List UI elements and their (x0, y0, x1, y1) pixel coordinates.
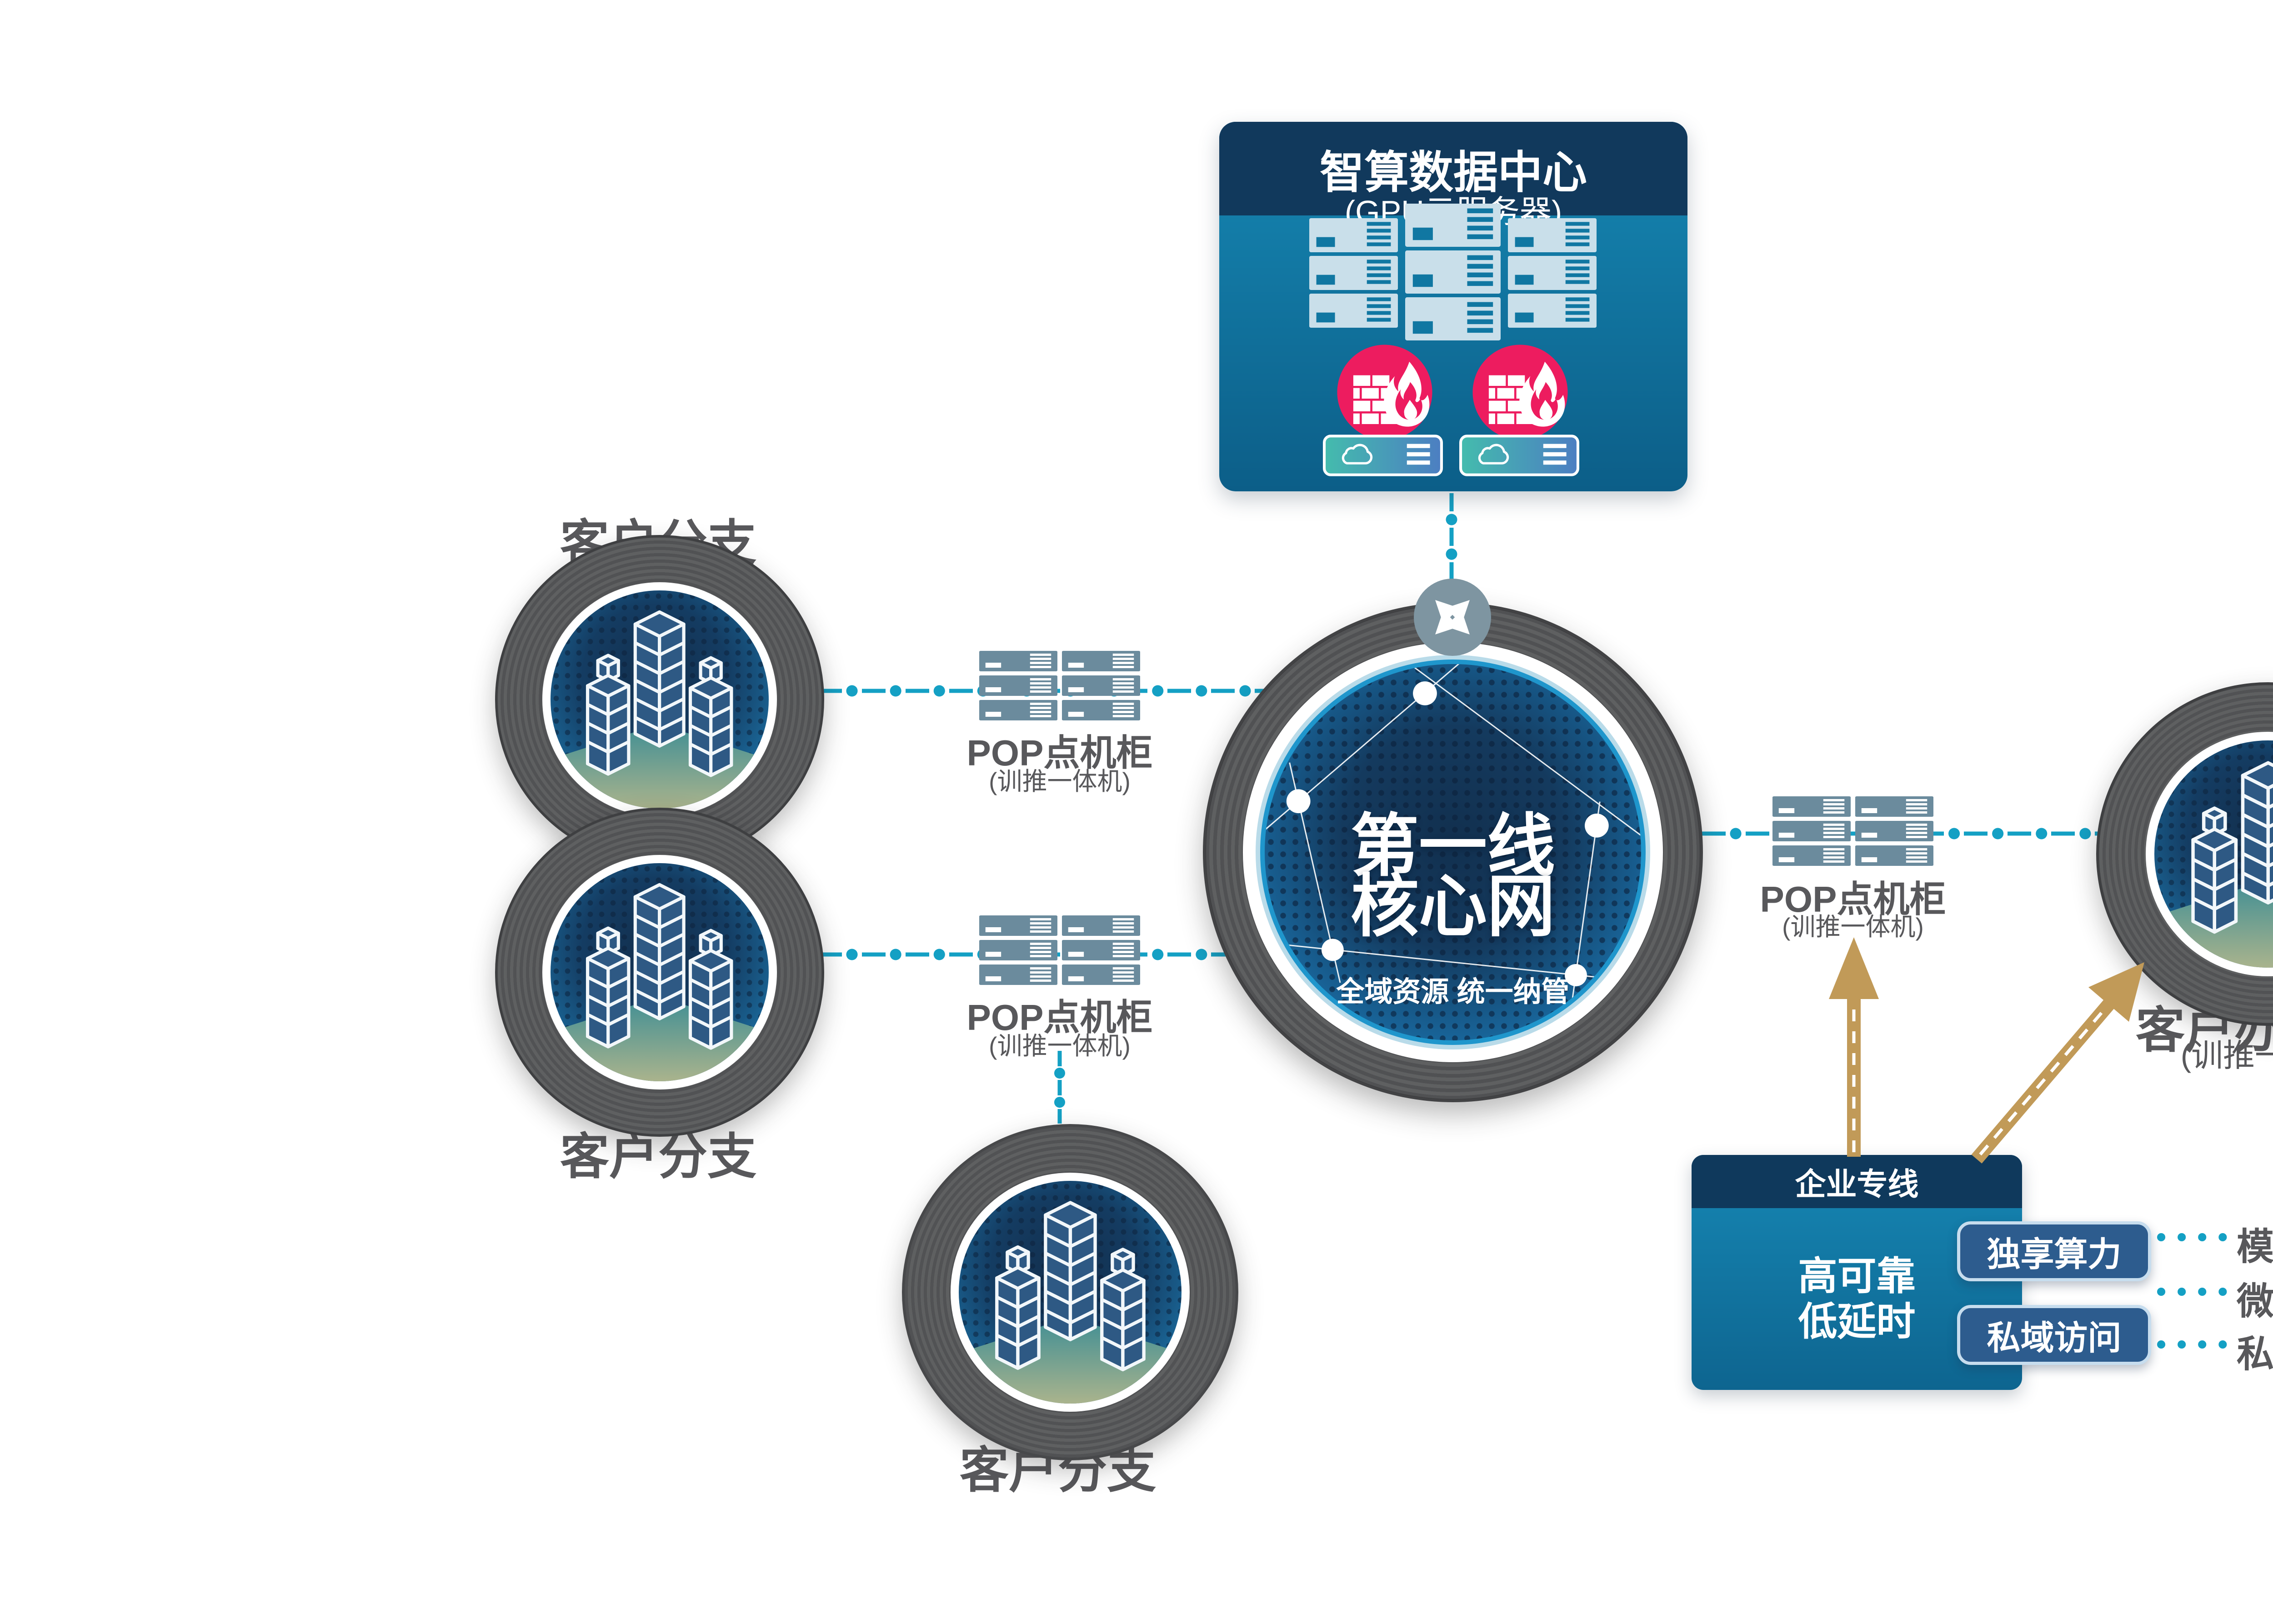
site-label-branch2: 客户分支 (560, 1129, 756, 1184)
network-mesh (1265, 664, 1641, 1040)
server-icon (1405, 250, 1501, 294)
server-icon (979, 964, 1057, 985)
server-icon (1855, 821, 1933, 841)
dotted-benefit-links (2157, 1233, 2230, 1349)
pop-label-2: POP点机柜 (966, 997, 1153, 1038)
server-icon (1062, 675, 1140, 696)
server-icon (1309, 218, 1398, 252)
disc (551, 590, 769, 809)
server-icon (1855, 845, 1933, 866)
pop-sublabel-3: (训推一体机) (1782, 913, 1924, 941)
server-icon (1772, 821, 1851, 841)
server-icon (979, 675, 1057, 696)
enterprise-line-features: 高可靠 低延时 (1692, 1208, 2022, 1390)
server-icon (1405, 204, 1501, 247)
pop-label-1: POP点机柜 (966, 733, 1153, 773)
server-icon (1062, 915, 1140, 936)
pill-dedicated-compute: 独享算力 (1957, 1221, 2151, 1281)
server-icon (1309, 294, 1398, 328)
server-icon (979, 651, 1057, 671)
cloud-gateway-icon (1459, 435, 1579, 476)
disc (959, 1181, 1182, 1404)
site-circle-branch3 (902, 1124, 1238, 1460)
server-icon (1309, 256, 1398, 290)
server-icon (1062, 964, 1140, 985)
cloud-gateway-icon (1323, 435, 1443, 476)
router-icon (1414, 579, 1491, 656)
pop-cluster-2 (979, 915, 1140, 985)
disc (2154, 740, 2273, 968)
datacenter-header: 智算数据中心 (GPU云服务器) (1219, 122, 1687, 230)
pop-sublabel-1: (训推一体机) (989, 767, 1131, 795)
pop-label-3: POP点机柜 (1760, 879, 1946, 919)
benefit-model-deploy: 模型部署 (2237, 1226, 2273, 1268)
firewall-icon (1334, 341, 1436, 443)
server-icon (1508, 218, 1597, 252)
server-icon (1062, 700, 1140, 720)
server-icon (1405, 297, 1501, 340)
site-circle-branch2 (495, 808, 824, 1137)
pop-sublabel-2: (训推一体机) (989, 1032, 1131, 1060)
disc (551, 863, 769, 1081)
core-text: 第一线 核心网 全域资源 统一纳管 (1260, 660, 1646, 1045)
firewall-icon (1469, 341, 1571, 443)
core-network-circle: 第一线 核心网 全域资源 统一纳管 (1203, 602, 1703, 1102)
core-title-line1: 第一线 (1350, 808, 1555, 884)
server-icon (1508, 294, 1597, 328)
datacenter-title: 智算数据中心 (1319, 147, 1587, 197)
datacenter-box: 智算数据中心 (GPU云服务器) (1219, 122, 1687, 491)
server-icon (979, 700, 1057, 720)
core-title-line2: 核心网 (1350, 868, 1555, 944)
site-sublabel-office: (训推一体机) (2180, 1038, 2273, 1073)
enterprise-line-header: 企业专线 (1692, 1155, 2022, 1208)
pop-cluster-1 (979, 651, 1140, 720)
feature-line2: 低延时 (1798, 1300, 1916, 1344)
buildings-icon (2166, 754, 2273, 968)
server-icon (979, 940, 1057, 960)
server-icon (1855, 796, 1933, 817)
site-circle-branch1 (495, 535, 824, 864)
server-icon (1772, 845, 1851, 866)
server-icon (1062, 940, 1140, 960)
benefit-private-data: 私域数据 (2237, 1334, 2273, 1375)
benefit-finetune-train: 微调训练 (2237, 1281, 2273, 1322)
core-subtitle: 全域资源 统一纳管 (1336, 976, 1570, 1008)
pill-private-access: 私域访问 (1957, 1305, 2151, 1365)
buildings-icon (561, 604, 757, 809)
server-icon (1062, 651, 1140, 671)
pop-cluster-3 (1772, 796, 1933, 866)
buildings-icon (970, 1194, 1171, 1404)
arrow-line-to-pop3 (1829, 937, 1879, 1157)
server-icon (1508, 256, 1597, 290)
buildings-icon (561, 876, 757, 1081)
server-icon (979, 915, 1057, 936)
server-icon (1772, 796, 1851, 817)
core-disc (1260, 660, 1646, 1045)
feature-line1: 高可靠 (1798, 1254, 1916, 1298)
site-circle-office (2096, 682, 2273, 1026)
